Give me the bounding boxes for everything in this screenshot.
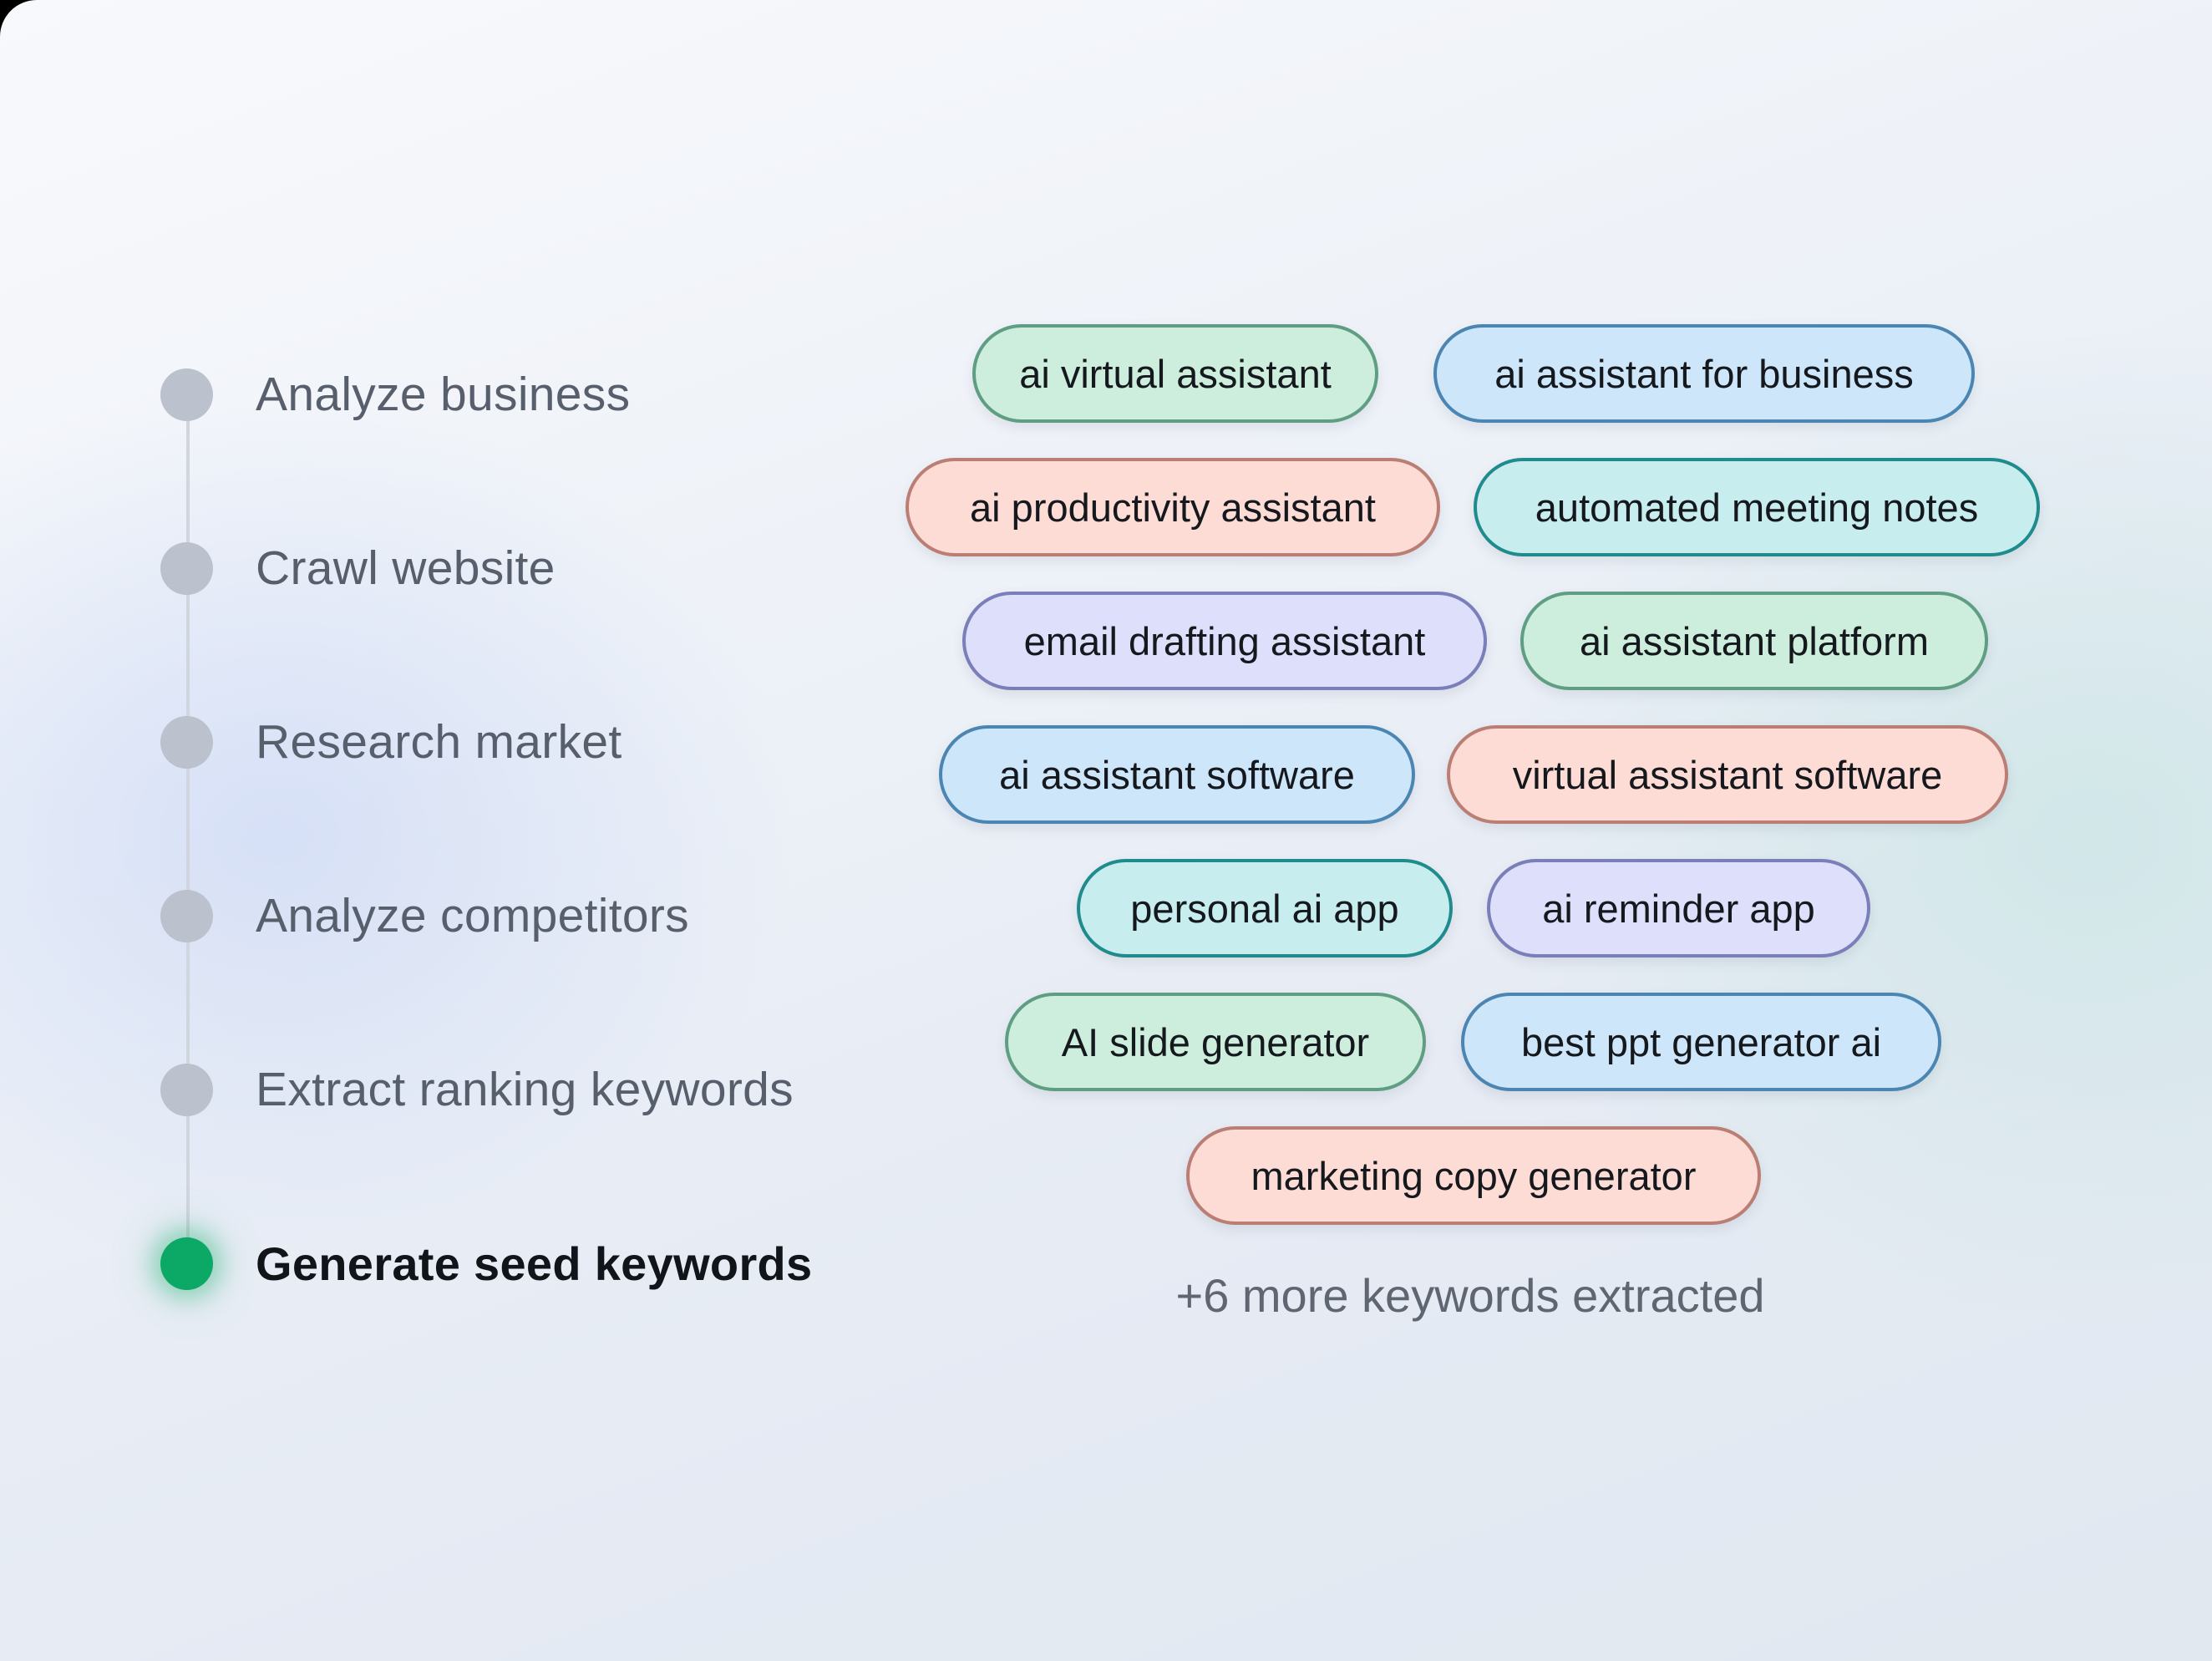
timeline-connector-line — [186, 394, 190, 1262]
step-complete-dot-icon — [160, 541, 213, 595]
keyword-pill[interactable]: ai virtual assistant — [972, 324, 1378, 423]
keyword-pill[interactable]: personal ai app — [1077, 859, 1453, 957]
step-label: Extract ranking keywords — [256, 1063, 794, 1116]
step-research-market: Research market — [160, 715, 622, 769]
more-keywords-count: +6 more keywords extracted — [1175, 1269, 1765, 1322]
step-complete-dot-icon — [160, 889, 213, 942]
keyword-pill[interactable]: ai productivity assistant — [906, 458, 1440, 556]
step-active-dot-icon — [160, 1237, 213, 1290]
keyword-pill[interactable]: ai assistant platform — [1520, 592, 1988, 690]
keyword-pill[interactable]: best ppt generator ai — [1461, 993, 1941, 1091]
keyword-pill[interactable]: marketing copy generator — [1186, 1126, 1761, 1225]
keyword-pill[interactable]: ai assistant for business — [1433, 324, 1975, 423]
step-complete-dot-icon — [160, 368, 213, 421]
step-analyze-business: Analyze business — [160, 368, 630, 421]
step-label: Analyze business — [256, 368, 631, 421]
step-label: Analyze competitors — [256, 889, 689, 942]
step-crawl-website: Crawl website — [160, 541, 556, 595]
keyword-pill[interactable]: email drafting assistant — [962, 592, 1487, 690]
keyword-pill[interactable]: AI slide generator — [1005, 993, 1426, 1091]
keyword-pill[interactable]: ai assistant software — [939, 725, 1415, 824]
keyword-pill[interactable]: ai reminder app — [1487, 859, 1870, 957]
keyword-pill[interactable]: virtual assistant software — [1447, 725, 2008, 824]
step-label: Crawl website — [256, 541, 556, 595]
step-complete-dot-icon — [160, 715, 213, 769]
step-label: Research market — [256, 715, 622, 769]
step-complete-dot-icon — [160, 1063, 213, 1116]
step-label-active: Generate seed keywords — [256, 1237, 813, 1290]
step-analyze-competitors: Analyze competitors — [160, 889, 689, 942]
keyword-pill[interactable]: automated meeting notes — [1474, 458, 2040, 556]
step-generate-seed-keywords: Generate seed keywords — [160, 1237, 813, 1290]
step-extract-ranking-keywords: Extract ranking keywords — [160, 1063, 794, 1116]
